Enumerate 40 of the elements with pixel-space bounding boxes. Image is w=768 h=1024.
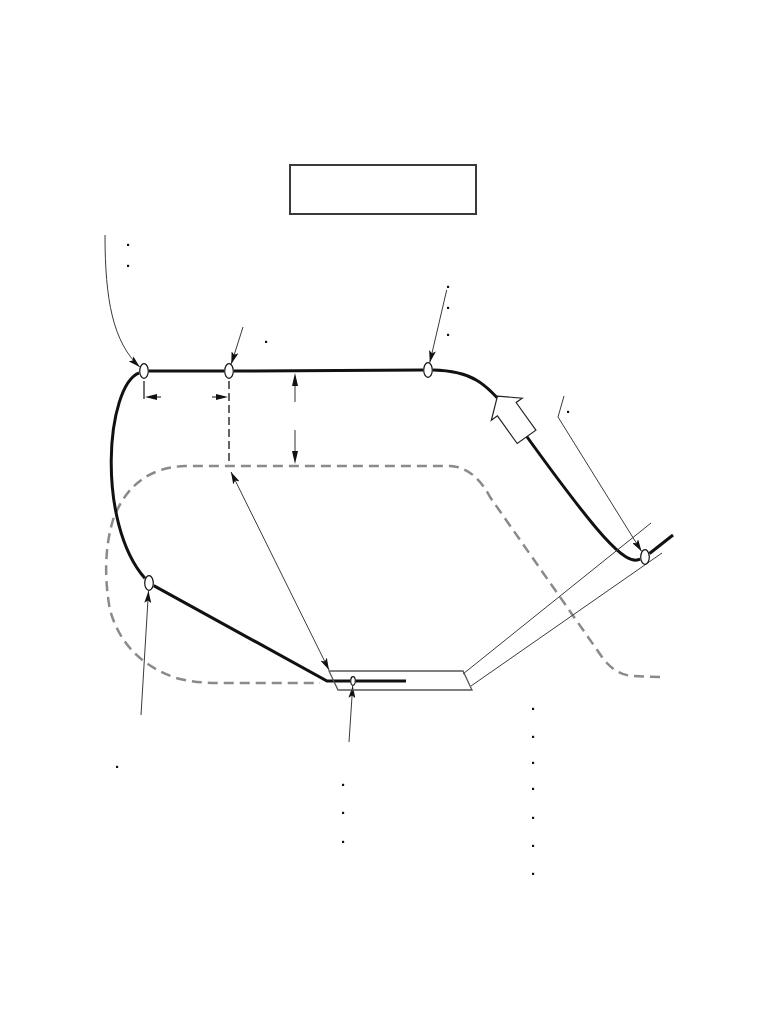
period-text: . [531, 777, 536, 792]
leader-line [104, 234, 141, 368]
flight-path [109, 371, 147, 580]
period-text: . [115, 755, 120, 770]
blank-panel [289, 164, 477, 215]
flight-path [234, 368, 423, 373]
period-text: . [341, 773, 346, 788]
period-text: . [341, 801, 346, 816]
leader-line [429, 289, 448, 363]
approach-line [462, 522, 652, 675]
waypoint-marker [139, 363, 149, 379]
period-text: . [531, 806, 536, 821]
approach-line [470, 552, 663, 687]
period-text: . [531, 725, 536, 740]
period-text: . [531, 751, 536, 766]
period-text: . [531, 862, 536, 877]
period-text: . [566, 400, 571, 415]
period-text: . [446, 296, 451, 311]
runway-strip [326, 670, 474, 691]
leader-line [230, 471, 330, 671]
flight-path [149, 369, 224, 373]
leader-line [557, 395, 642, 552]
leader-line [230, 326, 244, 365]
waypoint-marker [224, 363, 234, 379]
waypoint-marker [350, 676, 356, 686]
period-text: . [531, 834, 536, 849]
waypoint-marker [423, 362, 433, 378]
flight-path [648, 533, 674, 555]
period-text: . [126, 254, 131, 269]
period-text: . [126, 233, 131, 248]
leader-line [140, 590, 152, 716]
period-text: . [446, 275, 451, 290]
period-text: . [531, 697, 536, 712]
period-text: . [446, 323, 451, 338]
period-text: . [341, 830, 346, 845]
waypoint-marker [144, 575, 154, 591]
waypoint-marker [640, 549, 650, 565]
leader-line [348, 685, 356, 743]
flight-path [152, 584, 350, 683]
period-text: . [264, 330, 269, 345]
